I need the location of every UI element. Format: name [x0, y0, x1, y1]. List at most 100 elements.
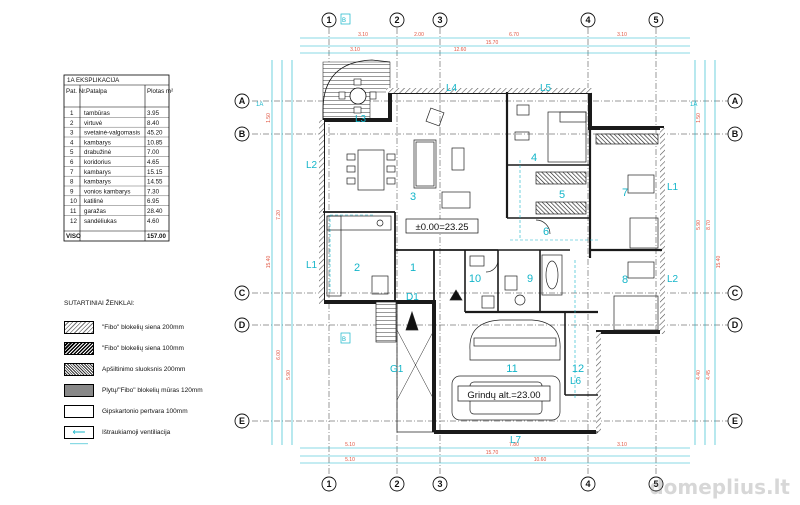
dim-top-3: 6.70: [509, 32, 519, 38]
elevation-living: ±0.00=23.25: [415, 222, 468, 233]
brick-symbol: [64, 384, 94, 397]
table-cell: 2: [70, 120, 74, 127]
room-number: 12: [572, 363, 584, 375]
axis-label: B: [239, 129, 246, 139]
axis-bubble: [321, 12, 337, 28]
room-number: 5: [559, 189, 565, 201]
table-cell: 14.55: [147, 179, 163, 186]
legend-item-fibo-200: "Fibo" blokelių siena 200mm: [64, 317, 254, 338]
axis-label: C: [239, 288, 246, 298]
axis-bubble: [389, 476, 405, 492]
table-cell: 7: [70, 169, 74, 176]
wall-tag-l3: L3: [355, 114, 367, 125]
dim-bot-3: 3.10: [617, 442, 627, 448]
room-number: 1: [410, 262, 416, 274]
table-cell: 11: [70, 208, 77, 215]
table-cell: 10: [70, 198, 77, 205]
room-number: 7: [622, 187, 628, 199]
legend-item-fibo-100: "Fibo" blokelių siena 100mm: [64, 338, 254, 359]
dim-top-total: 15.70: [486, 40, 499, 46]
wall-tag-l7: L7: [510, 435, 522, 446]
legend-label: "Fibo" blokelių siena 100mm: [102, 345, 184, 352]
explication-table: 1A EKSPLIKACIJA Pat. Nr. Patalpa Plotas …: [63, 74, 173, 242]
dim-top-1: 3.10: [358, 32, 368, 38]
dim-top-r2-2: 12.60: [454, 47, 467, 53]
table-cell: 6.95: [147, 198, 160, 205]
axis-bubble: [234, 413, 250, 429]
dim-right-1: 1.50: [696, 113, 702, 123]
table-cell: drabužinė: [84, 149, 112, 156]
dim-right-4: 4.40: [696, 370, 702, 380]
axis-bubble: [727, 93, 743, 109]
axis-label: A: [239, 96, 246, 106]
elevations: ±0.00=23.25 Grindų alt.=23.00: [405, 218, 551, 402]
axis-bubble: [234, 93, 250, 109]
table-cell: 8: [70, 179, 74, 186]
dim-bot-1: 5.10: [345, 442, 355, 448]
table-cell: 3: [70, 130, 74, 137]
axis-label: E: [239, 416, 245, 426]
room-number: 2: [354, 262, 360, 274]
table-cell: vonios kambarys: [84, 188, 130, 195]
axis-label: D: [732, 320, 739, 330]
drywall-symbol: [64, 405, 94, 418]
table-cell: 6: [70, 159, 74, 166]
terrace: [322, 59, 391, 121]
axis-label: 2: [394, 479, 399, 489]
wall-tag-l2-left: L2: [306, 160, 318, 171]
fibo-100-symbol: [64, 342, 94, 355]
wall-tags: L2 L1 L3 L4 L5 L1 L2 L6 L7 G1 D1: [306, 83, 679, 446]
dim-bot-total: 15.70: [486, 450, 499, 456]
fibo-200-symbol: [64, 321, 94, 334]
axis-bubble: [648, 12, 664, 28]
axis-label: 3: [437, 15, 442, 25]
dim-left-total: 15.40: [266, 256, 272, 269]
furniture: [326, 104, 659, 433]
axis-label: 4: [585, 15, 590, 25]
axis-bubble: [234, 317, 250, 333]
table-cell: katilinė: [84, 198, 104, 205]
axis-bubble: [727, 126, 743, 142]
table-cell: 7.30: [147, 188, 160, 195]
section-mark-b-bottom: B: [342, 337, 346, 343]
table-cell: kambarys: [84, 169, 111, 176]
room-number: 9: [527, 273, 533, 285]
ventilation-lines: [329, 160, 600, 400]
dim-right-3: 8.70: [706, 220, 712, 230]
axis-bubble: [727, 413, 743, 429]
dim-bot-2: 7.80: [509, 442, 519, 448]
table-cell: 8.40: [147, 120, 160, 127]
dim-bot-r2-2: 10.60: [534, 457, 547, 463]
legend-item-vent: ⟵—— Ištraukiamoji ventiliacija: [64, 422, 254, 448]
section-mark-1a-left: 1A: [256, 102, 263, 108]
table-cell: kambarys: [84, 179, 111, 186]
table-cell: 12: [70, 218, 77, 225]
insulation-symbol: [64, 363, 94, 376]
wall-tag-l5: L5: [540, 83, 552, 94]
legend-title: SUTARTINIAI ŽENKLAI:: [64, 300, 135, 307]
table-cell: garažas: [84, 208, 106, 215]
axis-bubble: [580, 12, 596, 28]
table-cell: 10.85: [147, 139, 163, 146]
legend-item-insulation: Apšiltinimo sluoksnis 200mm: [64, 359, 254, 380]
room-number: 4: [531, 152, 537, 164]
section-mark-b-top: B: [342, 18, 346, 24]
axis-label: 4: [585, 479, 590, 489]
room-number: 6: [543, 226, 549, 238]
dim-left-4: 5.90: [286, 370, 292, 380]
axis-bubble: [234, 285, 250, 301]
table-cell: 4.65: [147, 159, 160, 166]
table-cell: 5: [70, 149, 74, 156]
room-number: 8: [622, 274, 628, 286]
wall-tag-g1: G1: [390, 364, 404, 375]
axis-label: 5: [653, 479, 658, 489]
wall-tag-l4: L4: [446, 83, 458, 94]
dim-right-2: 5.90: [696, 220, 702, 230]
table-cell: 3.95: [147, 110, 160, 117]
table-cell: 15.15: [147, 169, 163, 176]
table-cell: svetainė-valgomasis: [84, 130, 140, 137]
dim-left-3: 6.00: [276, 350, 282, 360]
